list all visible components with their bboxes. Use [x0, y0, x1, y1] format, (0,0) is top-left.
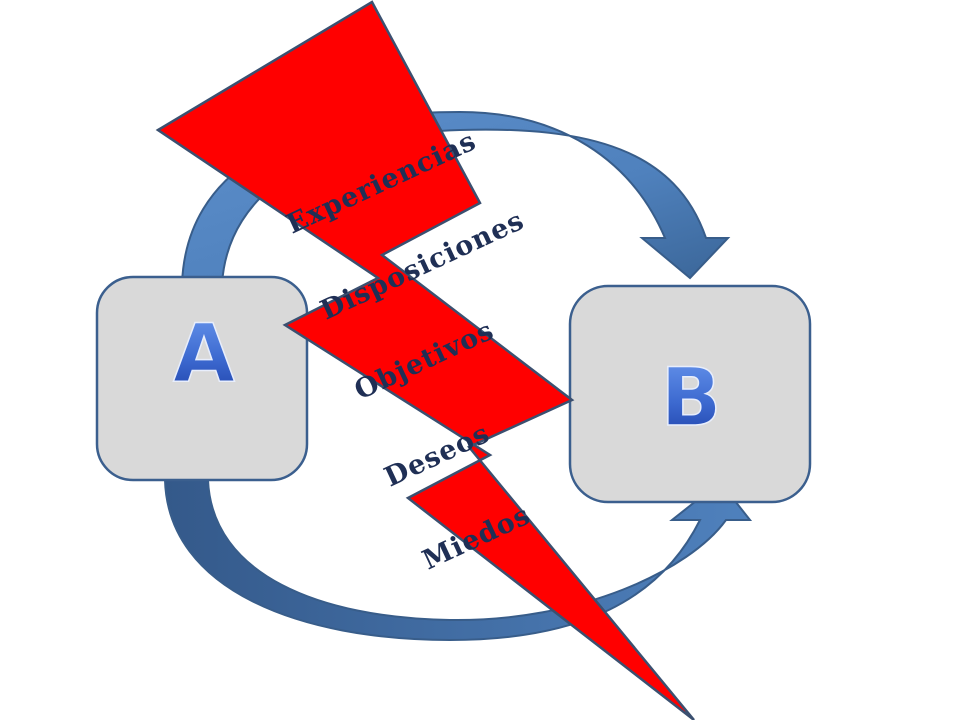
box-b-letter: B [661, 351, 722, 444]
lightning-bolt-icon [155, 0, 695, 720]
box-a-letter: A [173, 307, 235, 400]
box-a: A [95, 275, 309, 482]
box-b: B [568, 284, 812, 504]
